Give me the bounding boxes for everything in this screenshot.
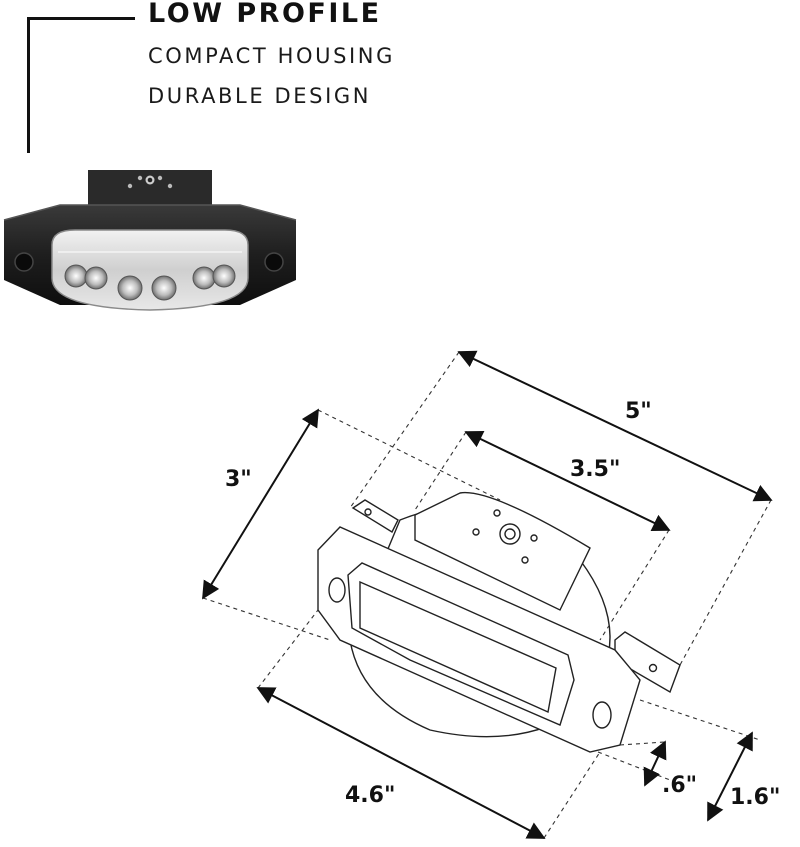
- feature-compact-housing: COMPACT HOUSING: [148, 44, 395, 68]
- arrow-lens-depth: [643, 740, 667, 787]
- callout-line-vertical: [27, 17, 30, 153]
- arrow-lens-length: [256, 687, 546, 839]
- dimension-arrows: [202, 350, 773, 839]
- label-overall-length: 5": [625, 399, 652, 424]
- label-overall-height: 1.6": [730, 785, 780, 810]
- label-lens-length: 4.6": [345, 783, 395, 808]
- arrow-mount-spacing: [464, 430, 671, 532]
- arrow-overall-height: [707, 731, 753, 822]
- feature-durable-design: DURABLE DESIGN: [148, 84, 372, 108]
- lamp-line-drawing: [317, 491, 681, 753]
- product-photo: [3, 170, 297, 311]
- label-mount-spacing: 3.5": [570, 457, 620, 482]
- label-lens-depth: .6": [662, 773, 697, 798]
- headline: LOW PROFILE: [148, 0, 382, 29]
- arrow-width: [202, 408, 319, 600]
- label-width: 3": [225, 467, 252, 492]
- callout-line-horizontal: [27, 17, 135, 20]
- dimension-diagram: 5" 3.5" 3" 4.6" .6" 1.6": [202, 350, 780, 839]
- arrow-overall-length: [457, 350, 773, 502]
